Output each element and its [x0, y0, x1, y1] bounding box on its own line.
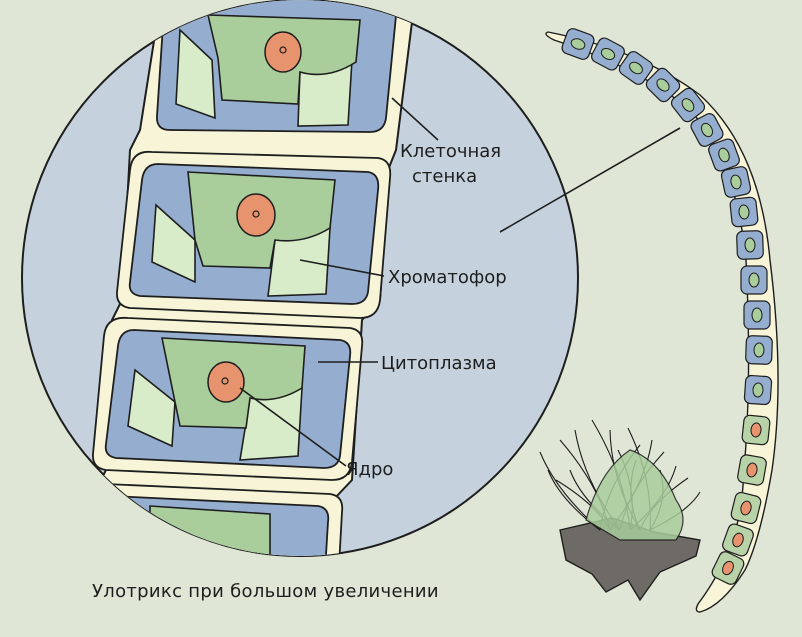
label-cell-wall-line2: стенка: [412, 166, 477, 187]
leader-chromatophore: [299, 259, 385, 277]
label-chromatophore: Хроматофор: [388, 267, 507, 288]
cell-middle-chromatophore-side: [151, 203, 196, 284]
small-cell: [736, 230, 764, 260]
label-cytoplasm: Цитоплазма: [381, 353, 497, 374]
small-cell: [690, 113, 724, 147]
small-filament-cells: [561, 28, 773, 585]
cell-lower-nucleus: [207, 361, 245, 403]
cell-top-nucleus: [264, 31, 302, 73]
leader-nucleus: [239, 387, 347, 467]
cell-top-nucleolus: [279, 46, 287, 54]
small-cell: [720, 166, 752, 198]
label-nucleus: Ядро: [346, 459, 393, 480]
small-cell: [618, 51, 654, 85]
small-cell: [711, 551, 745, 585]
small-cell: [741, 414, 771, 446]
small-cell: [645, 67, 681, 103]
small-cell: [730, 491, 762, 525]
cell-lower-nucleolus: [221, 377, 229, 385]
caption: Улотрикс при большом увеличении: [92, 581, 439, 602]
small-cell: [745, 335, 773, 365]
label-cell-wall-line1: Клеточная: [400, 141, 501, 162]
small-filament: [545, 28, 779, 613]
leader-lines: [239, 97, 681, 467]
magnified-filament: [78, 0, 418, 556]
cell-lower-chromatophore-side: [127, 368, 176, 448]
cell-middle-nucleolus: [252, 210, 260, 218]
cell-middle-nucleus: [236, 193, 276, 237]
small-cell: [591, 37, 625, 71]
cell-top: [156, 0, 399, 133]
small-cell: [743, 300, 771, 330]
cell-middle: [116, 150, 392, 319]
small-cell: [708, 138, 740, 172]
small-cell: [743, 374, 773, 406]
leader-magnification: [499, 127, 681, 233]
leader-cell-wall: [391, 97, 439, 141]
tuft-mass: [585, 449, 684, 541]
small-cell: [729, 196, 759, 228]
small-cell: [722, 523, 754, 557]
cell-top-chromatophore-side: [175, 28, 216, 120]
small-cell: [737, 454, 767, 486]
small-cell: [561, 28, 595, 60]
small-cell: [740, 265, 768, 295]
small-cell: [670, 87, 706, 123]
cell-lower: [92, 316, 364, 481]
algae-tuft: [539, 419, 701, 602]
